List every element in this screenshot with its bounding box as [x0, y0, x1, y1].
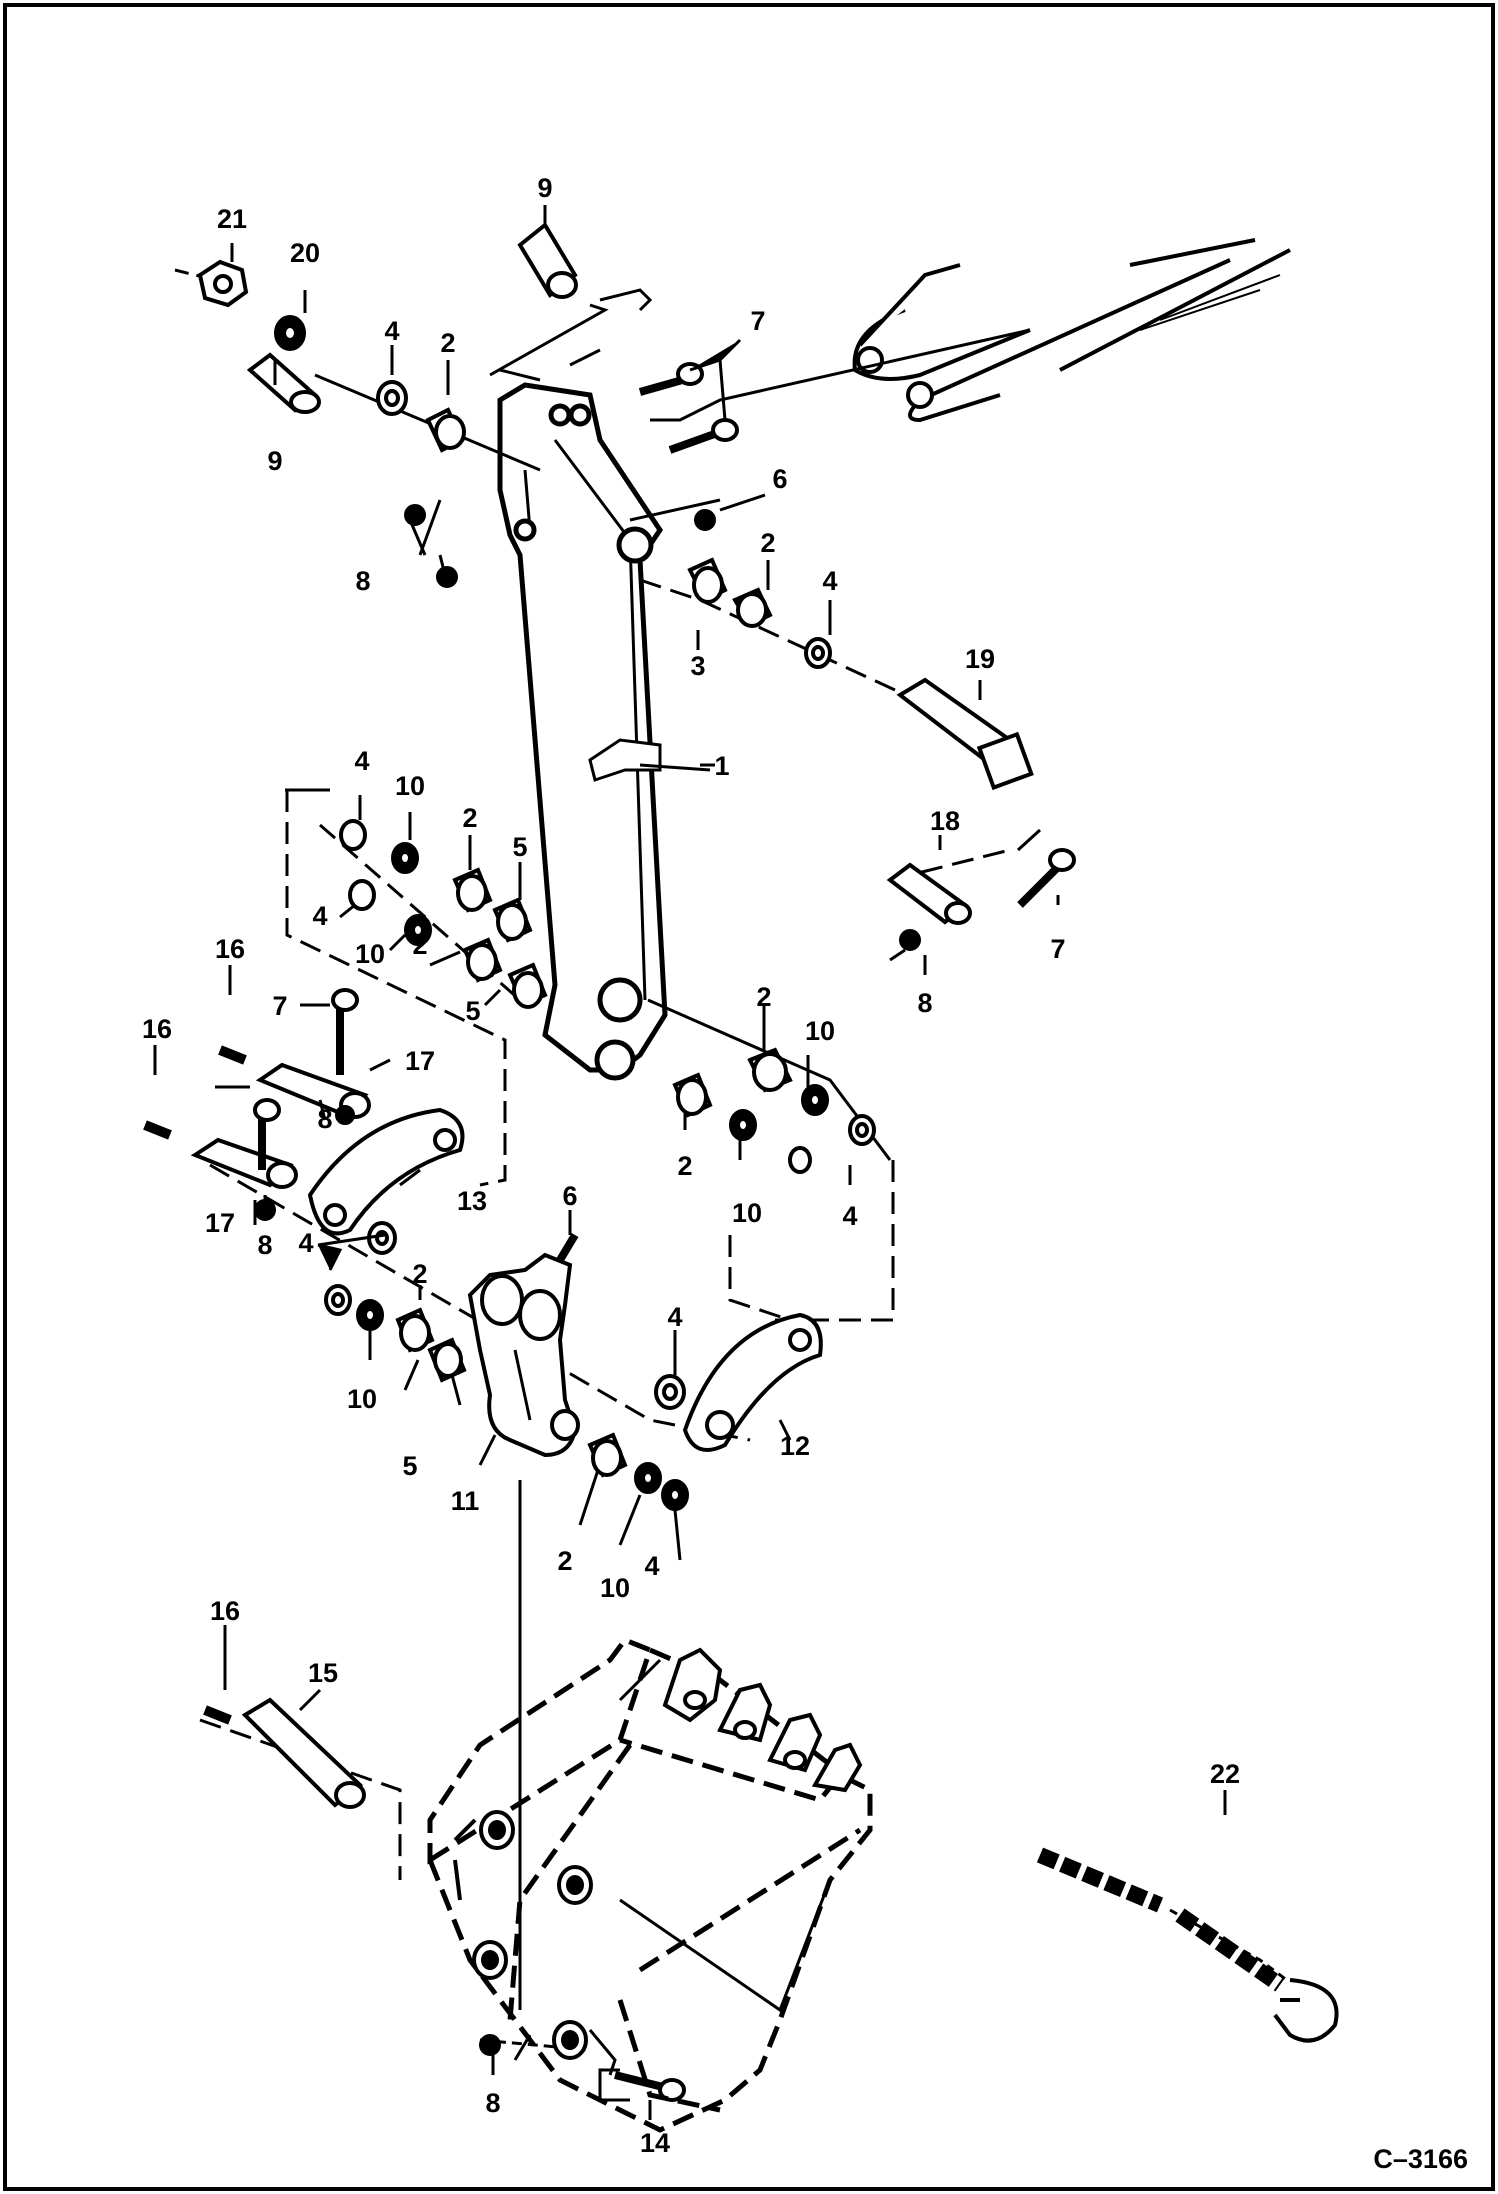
callout-21: 21 [217, 204, 247, 234]
callout-2: 2 [557, 1546, 572, 1576]
callout-2: 2 [412, 930, 427, 960]
callout-10: 10 [395, 771, 425, 801]
callout-5: 5 [512, 832, 527, 862]
callout-3: 3 [690, 651, 705, 681]
callout-4: 4 [644, 1551, 659, 1581]
callout-2: 2 [440, 328, 455, 358]
callout-10: 10 [347, 1384, 377, 1414]
callout-12: 12 [780, 1431, 810, 1461]
callout-numbers: 1 2 2 2 2 2 2 2 2 3 4 4 4 4 4 4 4 4 5 5 … [142, 173, 1240, 2158]
leader-lines [174, 268, 1042, 2102]
callout-16: 16 [142, 1014, 172, 1044]
callout-11: 11 [451, 1486, 480, 1516]
bucket-illustration [427, 1636, 873, 2133]
callout-16: 16 [215, 934, 245, 964]
callout-22: 22 [1210, 1759, 1240, 1789]
callout-14: 14 [640, 2128, 670, 2158]
callout-7: 7 [1050, 934, 1065, 964]
callout-5: 5 [402, 1451, 417, 1481]
callout-4: 4 [822, 566, 837, 596]
callout-2: 2 [462, 803, 477, 833]
callout-2: 2 [756, 982, 771, 1012]
callout-10: 10 [600, 1573, 630, 1603]
callout-2: 2 [677, 1151, 692, 1181]
callout-8: 8 [355, 566, 370, 596]
callout-4: 4 [298, 1228, 313, 1258]
callout-17: 17 [205, 1208, 235, 1238]
callout-10: 10 [732, 1198, 762, 1228]
callout-4: 4 [384, 316, 399, 346]
callout-9: 9 [537, 173, 552, 203]
callout-18: 18 [930, 806, 960, 836]
callout-5: 5 [465, 996, 480, 1026]
callout-10: 10 [805, 1016, 835, 1046]
callout-6: 6 [772, 464, 787, 494]
callout-9: 9 [267, 446, 282, 476]
callout-1: 1 [714, 751, 729, 781]
callout-8: 8 [917, 988, 932, 1018]
callout-ticks [153, 205, 1227, 2120]
callout-4: 4 [842, 1201, 857, 1231]
callout-8: 8 [485, 2088, 500, 2118]
callout-17: 17 [405, 1046, 435, 1076]
callout-8: 8 [317, 1104, 332, 1134]
callout-20: 20 [290, 238, 320, 268]
callout-10: 10 [355, 939, 385, 969]
callout-2: 2 [760, 528, 775, 558]
callout-6: 6 [562, 1181, 577, 1211]
drawing-number: C–3166 [1373, 2144, 1468, 2174]
callout-16: 16 [210, 1596, 240, 1626]
arm-illustration [497, 382, 668, 1081]
boom-end-illustration [852, 238, 1291, 423]
callout-13: 13 [457, 1186, 487, 1216]
callout-7: 7 [750, 306, 765, 336]
callout-2: 2 [412, 1259, 427, 1289]
bucket-bosses [453, 1810, 593, 2060]
callout-4: 4 [312, 901, 327, 931]
callout-4: 4 [354, 746, 369, 776]
diagram-border [3, 3, 1495, 2191]
hardware-illustrations [143, 222, 1076, 2102]
callout-15: 15 [308, 1658, 338, 1688]
callout-7: 7 [272, 991, 287, 1021]
chain-illustration [1036, 1847, 1339, 2043]
callout-4: 4 [667, 1302, 682, 1332]
callout-8: 8 [257, 1230, 272, 1260]
callout-19: 19 [965, 644, 995, 674]
bucket-teeth [662, 1647, 863, 1793]
